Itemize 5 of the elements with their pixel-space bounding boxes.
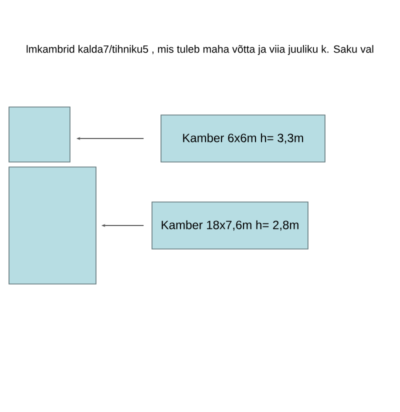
label-box: Kamber 6x6m h= 3,3m — [160, 114, 326, 162]
heading-text: lmkambrid kalda7/tihniku5 , mis tuleb maha võtta ja viia juuliku k. Saku val — [26, 45, 374, 55]
label-box: Kamber 18x7,6m h= 2,8m — [152, 202, 308, 250]
rectangle — [8, 166, 96, 284]
rectangle — [8, 106, 70, 162]
